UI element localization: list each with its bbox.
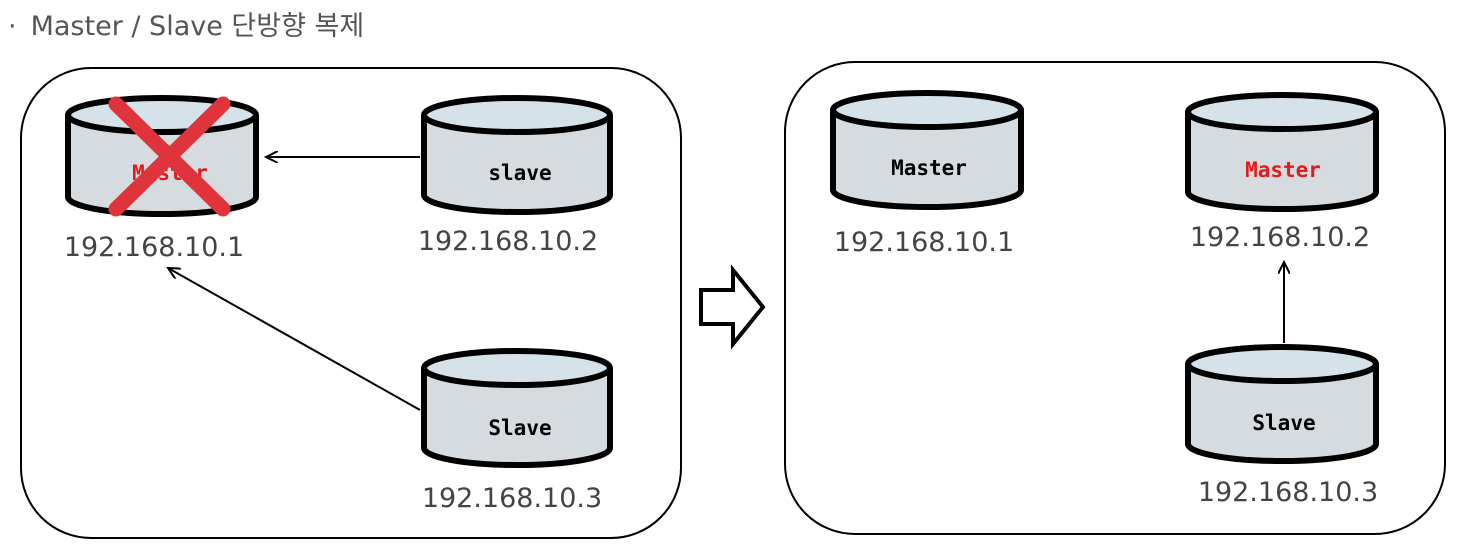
right-old-master-cylinder-top (830, 90, 1024, 130)
left-slave-top-db: slave 192.168.10.2 (418, 95, 613, 257)
right-new-master-label: Master (1245, 158, 1321, 182)
right-slave-db: Slave 192.168.10.3 (1185, 344, 1379, 508)
right-slave-ip: 192.168.10.3 (1198, 477, 1378, 508)
left-slave-top-cylinder-top (421, 95, 613, 135)
right-slave-cylinder-body (1185, 364, 1379, 464)
left-slave-top-label: slave (488, 161, 551, 185)
left-master-ip: 192.168.10.1 (64, 232, 244, 263)
left-master-db: Master 192.168.10.1 (64, 95, 259, 263)
right-old-master-cylinder-body (830, 110, 1024, 210)
heading: · Master / Slave 단방향 복제 (8, 4, 364, 43)
right-new-master-cylinder-top (1185, 92, 1379, 132)
right-old-master-db: Master 192.168.10.1 (830, 90, 1024, 258)
right-new-master-ip: 192.168.10.2 (1190, 222, 1370, 253)
right-new-master-db: Master 192.168.10.2 (1185, 92, 1379, 253)
right-new-master-cylinder-body (1185, 112, 1379, 212)
right-slave-cylinder-top (1185, 344, 1379, 384)
heading-text: Master / Slave 단방향 복제 (30, 11, 365, 42)
right-slave-label: Slave (1252, 411, 1315, 435)
left-slave-bottom-label: Slave (488, 416, 551, 440)
replication-arrow-slave-bottom-to-master (168, 268, 421, 411)
right-old-master-ip: 192.168.10.1 (834, 227, 1014, 258)
left-slave-bottom-cylinder-body (421, 368, 613, 468)
left-slave-bottom-db: Slave 192.168.10.3 (421, 348, 613, 514)
left-slave-top-ip: 192.168.10.2 (418, 226, 598, 257)
left-slave-bottom-ip: 192.168.10.3 (422, 483, 602, 514)
right-old-master-label: Master (891, 156, 967, 180)
left-panel-frame (20, 67, 682, 539)
right-arrow-icon (699, 264, 766, 350)
right-panel-frame (784, 61, 1446, 535)
heading-bullet: · (8, 11, 17, 42)
left-slave-bottom-cylinder-top (421, 348, 613, 388)
x-mark-icon (108, 96, 231, 217)
left-slave-top-cylinder-body (421, 115, 613, 215)
